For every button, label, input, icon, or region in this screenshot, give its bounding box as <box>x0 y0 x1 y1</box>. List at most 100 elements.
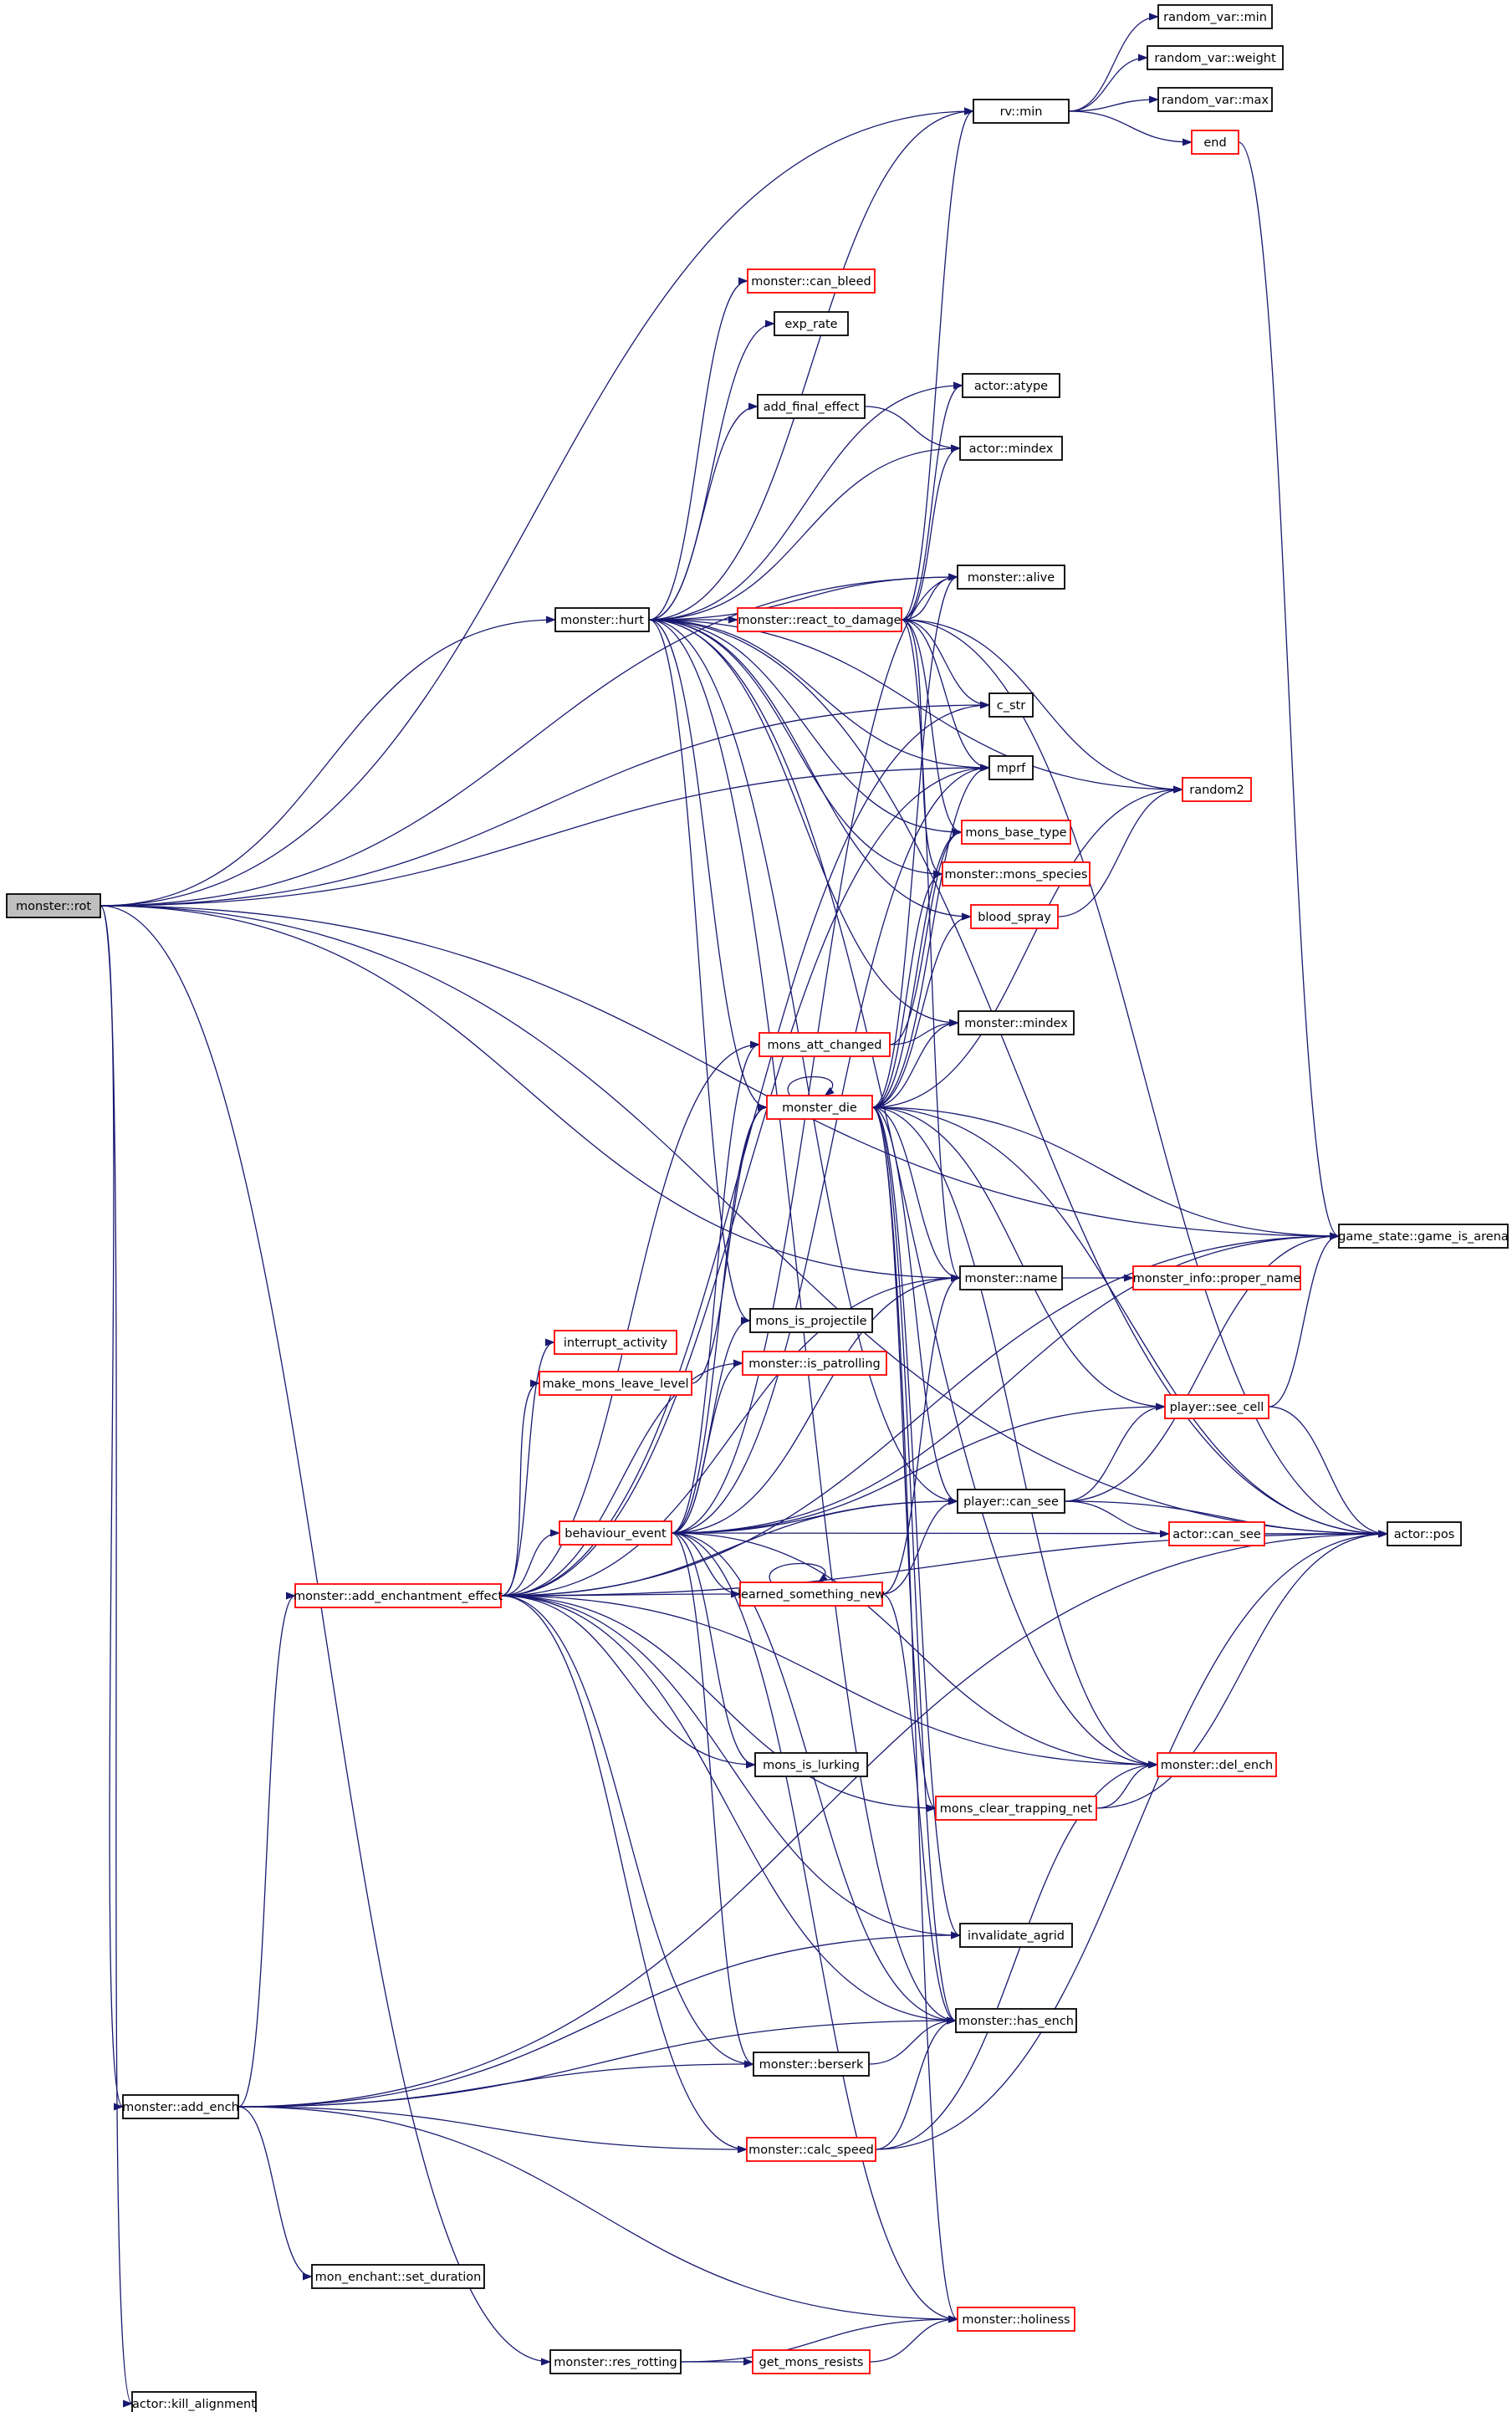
node-box[interactable] <box>988 692 1034 718</box>
function-node-add_ench[interactable]: monster::add_ench <box>122 2094 239 2119</box>
function-node-res_rotting[interactable]: monster::res_rotting <box>549 2349 682 2374</box>
node-box[interactable] <box>962 373 1060 398</box>
function-node-alive[interactable]: monster::alive <box>957 565 1065 590</box>
function-node-mprf[interactable]: mprf <box>988 755 1034 780</box>
node-box[interactable] <box>746 2137 876 2162</box>
function-node-hurt[interactable]: monster::hurt <box>554 607 650 632</box>
function-node-atype[interactable]: actor::atype <box>962 373 1060 398</box>
node-box[interactable] <box>752 2349 871 2374</box>
node-box[interactable] <box>753 2052 870 2077</box>
function-node-c_str[interactable]: c_str <box>988 692 1034 718</box>
function-node-mons_is_projectile[interactable]: mons_is_projectile <box>749 1308 873 1333</box>
function-node-rvar_max[interactable]: random_var::max <box>1157 87 1273 112</box>
function-node-mons_clear_trapping_net[interactable]: mons_clear_trapping_net <box>935 1796 1097 1821</box>
function-node-end[interactable]: end <box>1191 130 1239 155</box>
node-box[interactable] <box>988 755 1034 780</box>
node-box[interactable] <box>559 1520 672 1546</box>
function-node-rvar_weight[interactable]: random_var::weight <box>1147 45 1284 70</box>
function-node-random2[interactable]: random2 <box>1182 777 1252 802</box>
node-box[interactable] <box>1157 1752 1277 1777</box>
node-box[interactable] <box>122 2094 239 2119</box>
function-node-mons_base_type[interactable]: mons_base_type <box>961 820 1071 845</box>
function-node-game_is_arena[interactable]: game_state::game_is_arena <box>1338 1224 1509 1249</box>
node-box[interactable] <box>942 861 1091 887</box>
node-box[interactable] <box>1157 4 1273 29</box>
function-node-set_duration[interactable]: mon_enchant::set_duration <box>311 2264 485 2289</box>
function-node-add_enchantment_effect[interactable]: monster::add_enchantment_effect <box>294 1583 503 1608</box>
node-box[interactable] <box>970 904 1059 929</box>
function-node-make_mons_leave_level[interactable]: make_mons_leave_level <box>539 1371 692 1396</box>
function-node-name[interactable]: monster::name <box>959 1265 1063 1290</box>
function-node-mons_species[interactable]: monster::mons_species <box>942 861 1091 887</box>
node-box[interactable] <box>774 311 849 336</box>
node-box[interactable] <box>549 2349 682 2374</box>
function-node-player_can_see[interactable]: player::can_see <box>957 1489 1065 1514</box>
node-box[interactable] <box>554 1330 677 1355</box>
node-box[interactable] <box>742 1351 887 1376</box>
node-box[interactable] <box>759 1032 891 1057</box>
node-box[interactable] <box>957 565 1065 590</box>
node-box[interactable] <box>1338 1224 1509 1249</box>
function-node-calc_speed[interactable]: monster::calc_speed <box>746 2137 876 2162</box>
node-box[interactable] <box>757 394 866 419</box>
function-node-has_ench[interactable]: monster::has_ench <box>955 2008 1077 2033</box>
node-box[interactable] <box>1191 130 1239 155</box>
function-node-actor_pos[interactable]: actor::pos <box>1387 1521 1462 1546</box>
node-box[interactable] <box>955 2008 1077 2033</box>
node-box[interactable] <box>749 1308 873 1333</box>
function-node-mons_att_changed[interactable]: mons_att_changed <box>759 1032 891 1057</box>
node-box[interactable] <box>1182 777 1252 802</box>
function-node-behaviour_event[interactable]: behaviour_event <box>559 1520 672 1546</box>
function-node-holiness[interactable]: monster::holiness <box>957 2307 1075 2332</box>
function-node-rv_min[interactable]: rv::min <box>973 99 1070 124</box>
node-box[interactable] <box>554 607 650 632</box>
function-node-can_bleed[interactable]: monster::can_bleed <box>747 268 876 294</box>
node-box[interactable] <box>959 436 1063 461</box>
node-box[interactable] <box>957 1489 1065 1514</box>
node-box[interactable] <box>754 1752 868 1777</box>
function-node-monster_mindex[interactable]: monster::mindex <box>958 1010 1075 1035</box>
node-box[interactable] <box>935 1796 1097 1821</box>
function-node-react[interactable]: monster::react_to_damage <box>737 607 902 632</box>
function-node-interrupt_activity[interactable]: interrupt_activity <box>554 1330 677 1355</box>
node-box[interactable] <box>957 2307 1075 2332</box>
function-node-monster_die[interactable]: monster_die <box>766 1095 873 1120</box>
function-node-learned_something_new[interactable]: learned_something_new <box>738 1582 885 1607</box>
node-box[interactable] <box>961 820 1071 845</box>
node-box[interactable] <box>294 1583 502 1608</box>
node-box[interactable] <box>131 2391 257 2412</box>
node-box[interactable] <box>539 1371 692 1396</box>
node-box[interactable] <box>959 1265 1063 1290</box>
node-box[interactable] <box>311 2264 485 2289</box>
node-box[interactable] <box>737 607 902 632</box>
function-node-is_patrolling[interactable]: monster::is_patrolling <box>742 1351 887 1376</box>
node-box[interactable] <box>1147 45 1284 70</box>
node-box[interactable] <box>739 1582 883 1607</box>
function-node-invalidate_agrid[interactable]: invalidate_agrid <box>959 1923 1073 1948</box>
function-node-proper_name[interactable]: monster_info::proper_name <box>1132 1265 1301 1290</box>
node-box[interactable] <box>766 1095 873 1120</box>
node-box[interactable] <box>1164 1394 1269 1419</box>
function-node-actor_can_see[interactable]: actor::can_see <box>1168 1521 1265 1546</box>
function-node-rvar_min[interactable]: random_var::min <box>1157 4 1273 29</box>
function-node-mons_is_lurking[interactable]: mons_is_lurking <box>754 1752 868 1777</box>
function-node-berserk[interactable]: monster::berserk <box>753 2052 870 2077</box>
function-node-actor_mindex[interactable]: actor::mindex <box>959 436 1063 461</box>
node-box[interactable] <box>1387 1521 1462 1546</box>
function-node-get_mons_resists[interactable]: get_mons_resists <box>752 2349 871 2374</box>
function-node-kill_alignment[interactable]: actor::kill_alignment <box>131 2391 257 2412</box>
function-node-del_ench[interactable]: monster::del_ench <box>1157 1752 1277 1777</box>
node-box[interactable] <box>958 1010 1075 1035</box>
node-box[interactable] <box>1132 1265 1301 1290</box>
node-box[interactable] <box>747 268 876 294</box>
function-node-rot[interactable]: monster::rot <box>6 893 101 918</box>
node-box[interactable] <box>1157 87 1273 112</box>
node-box[interactable] <box>973 99 1070 124</box>
node-box[interactable] <box>959 1923 1073 1948</box>
node-box[interactable] <box>6 893 101 918</box>
function-node-add_final_effect[interactable]: add_final_effect <box>757 394 866 419</box>
node-box[interactable] <box>1168 1521 1265 1546</box>
function-node-exp_rate[interactable]: exp_rate <box>774 311 849 336</box>
function-node-blood_spray[interactable]: blood_spray <box>970 904 1059 929</box>
function-node-see_cell[interactable]: player::see_cell <box>1164 1394 1269 1419</box>
